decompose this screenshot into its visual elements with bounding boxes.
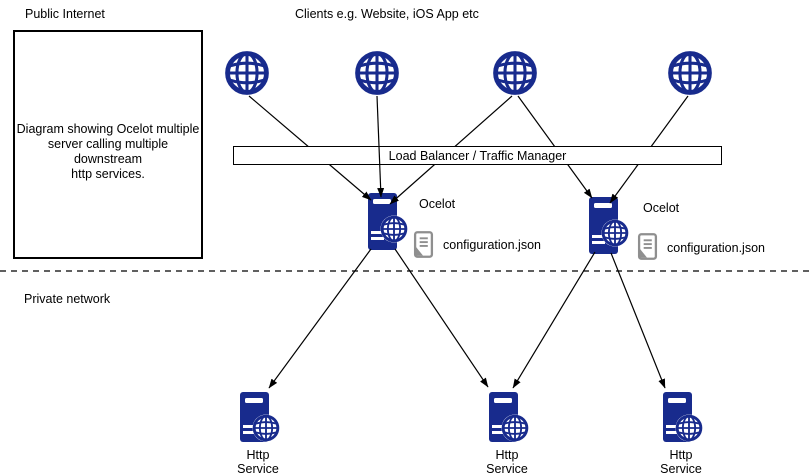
http-service-label: Http Service <box>486 448 528 474</box>
connector <box>512 251 596 389</box>
globe-icon <box>354 50 400 96</box>
server-bar <box>243 431 256 434</box>
ocelot-label: Ocelot <box>419 197 456 211</box>
private-network-label: Private network <box>24 292 111 306</box>
server-bar <box>371 231 384 234</box>
ocelot-label: Ocelot <box>643 201 680 215</box>
public-internet-label: Public Internet <box>25 7 105 21</box>
small-globe-icon <box>501 414 529 442</box>
description-line: http services. <box>71 167 145 181</box>
load-balancer-label: Load Balancer / Traffic Manager <box>388 148 567 163</box>
server-bar <box>592 235 605 238</box>
server-slot <box>245 398 263 403</box>
server-bar <box>243 425 256 428</box>
server-bar <box>666 425 679 428</box>
description-line: server calling multiple downstream <box>47 137 169 166</box>
server-slot <box>494 398 512 403</box>
server-icon <box>663 392 703 442</box>
document-icon <box>413 231 434 258</box>
server-bar <box>371 237 384 240</box>
server-icon <box>368 193 408 250</box>
clients-caption: Clients e.g. Website, iOS App etc <box>295 7 479 21</box>
globe-icon <box>667 50 713 96</box>
server-slot <box>668 398 686 403</box>
server-icon <box>489 392 529 442</box>
connector <box>610 252 666 389</box>
server-icon <box>589 197 629 254</box>
server-bar <box>492 431 505 434</box>
connector <box>268 248 372 389</box>
small-globe-icon <box>252 414 280 442</box>
small-globe-icon <box>380 215 408 243</box>
small-globe-icon <box>601 219 629 247</box>
server-bar <box>492 425 505 428</box>
document-icon <box>637 233 658 260</box>
http-service-label: Http Service <box>237 448 279 474</box>
small-globe-icon <box>675 414 703 442</box>
config-label: configuration.json <box>443 238 541 252</box>
load-balancer-box: Load Balancer / Traffic Manager <box>233 146 722 165</box>
config-label: configuration.json <box>667 241 765 255</box>
server-slot <box>594 203 612 208</box>
description-line: Diagram showing Ocelot multiple <box>16 122 200 136</box>
globe-icon <box>492 50 538 96</box>
http-service-label: Http Service <box>660 448 702 474</box>
server-bar <box>592 241 605 244</box>
connector <box>394 248 489 388</box>
description-box: Diagram showing Ocelot multiple server c… <box>13 30 203 259</box>
globe-icon <box>224 50 270 96</box>
server-slot <box>373 199 391 204</box>
server-bar <box>666 431 679 434</box>
server-icon <box>240 392 280 442</box>
